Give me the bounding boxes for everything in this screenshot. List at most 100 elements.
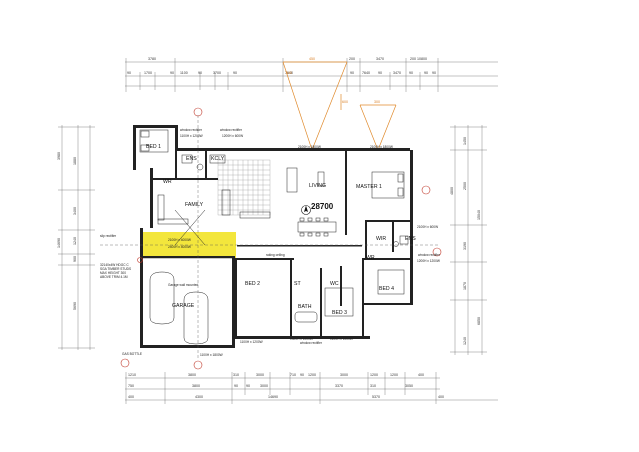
top-inner-dim-3: 90 xyxy=(170,71,174,75)
window-tag-6: 1200H x 1200W xyxy=(417,259,440,263)
bottom-dim-3-5: 400 xyxy=(438,395,444,399)
bottom-dim-1-7: 1200 xyxy=(308,373,316,377)
window-tag-12: 2400H x 4000W xyxy=(168,245,191,249)
roof-label-1: 450 xyxy=(309,57,315,61)
room-bed-2: BED 2 xyxy=(245,281,260,287)
bottom-dim-2-2: 3800 xyxy=(192,384,200,388)
top-inner-dim-1: 90 xyxy=(127,71,131,75)
bottom-dim-3-4: 5370 xyxy=(372,395,380,399)
note-raking-ceiling: raking ceiling xyxy=(266,253,285,257)
top-inner-dim-13: 90 xyxy=(424,71,428,75)
room-garage: GARAGE xyxy=(172,303,195,309)
bottom-dim-1-6: 90 xyxy=(300,373,304,377)
top-inner-dim-6: 3700 xyxy=(213,71,221,75)
right-dim-total: 15040 xyxy=(477,210,481,220)
window-tag-7: 1100H x 1200W xyxy=(240,340,263,344)
roof-label-4: 640 xyxy=(286,71,292,75)
top-inner-dim-14: 90 xyxy=(432,71,436,75)
top-inner-dim-5: 90 xyxy=(198,71,202,75)
left-dimension-lines: 3980 1880 3400 1240 900 5690 14690 xyxy=(57,125,95,350)
top-dim-3: 200 xyxy=(349,57,355,61)
right-dim-6: 1240 xyxy=(463,337,467,345)
note-garage-wall: Garage wall mounted xyxy=(168,283,199,287)
top-inner-dim-10: 90 xyxy=(378,71,382,75)
room-bed-4: BED 4 xyxy=(379,286,394,292)
note-window-rectifier-2: window rectifier xyxy=(220,128,243,132)
bottom-dim-1-4: 310 xyxy=(233,373,239,377)
room-bath: BATH xyxy=(298,304,312,310)
room-family: FAMILY xyxy=(185,202,204,208)
bottom-dim-1-1: 1210 xyxy=(128,373,136,377)
window-tag-9: 1200H x 1200W xyxy=(330,337,353,341)
bottom-dim-2-8: 3050 xyxy=(405,384,413,388)
left-dim-2: 1880 xyxy=(73,157,77,165)
room-wc: WC xyxy=(330,281,339,287)
right-dim-5: 1870 xyxy=(463,282,467,290)
window-tag-5: 2100H x 600W xyxy=(417,225,438,229)
top-inner-dim-11: 3470 xyxy=(393,71,401,75)
note-gas-bottle: GAS BOTTLE xyxy=(122,352,142,356)
top-inner-dim-8: 90 xyxy=(350,71,354,75)
room-st: ST xyxy=(294,281,301,287)
roof-label-2: 600 xyxy=(342,100,348,104)
bottom-dim-1-10: 1200 xyxy=(390,373,398,377)
note-garage-spec: 32140x4W HDGC C SGA TIMBER STUDS MAX HEI… xyxy=(100,263,131,279)
room-ens-master: ENS xyxy=(405,236,416,242)
bottom-dim-2-7: 310 xyxy=(370,384,376,388)
left-dim-3: 3400 xyxy=(73,207,77,215)
bottom-dim-2-3: 90 xyxy=(234,384,238,388)
bottom-dim-2-6: 3370 xyxy=(335,384,343,388)
right-dimension-lines: 1450 4800 2500 3190 1870 1240 6850 15040 xyxy=(450,125,487,355)
note-window-rectifier-bottom: window rectifier xyxy=(300,341,323,345)
room-bed-1: BED 1 xyxy=(146,144,161,150)
window-tag-4: 2100H x 1800W xyxy=(370,145,393,149)
bottom-dim-2-4: 90 xyxy=(246,384,250,388)
kitchen-tile-grid xyxy=(217,159,271,216)
bottom-dim-1-2: 3800 xyxy=(188,373,196,377)
north-arrow xyxy=(301,205,311,215)
bottom-dim-2-1: 750 xyxy=(128,384,134,388)
bottom-dim-1-8: 3000 xyxy=(340,373,348,377)
note-window-rectifier-1: window rectifier xyxy=(180,128,203,132)
right-dim-7: 6850 xyxy=(477,317,481,325)
window-tag-3: 2100H x 1800W xyxy=(298,145,321,149)
window-tag-11: 2100H x 4000W xyxy=(168,238,191,242)
note-slip-rectifier: slip rectifier xyxy=(100,234,117,238)
top-dim-4: 3470 xyxy=(376,57,384,61)
top-dim-2: 7640 xyxy=(285,71,293,75)
left-dim-6: 5690 xyxy=(73,302,77,310)
top-inner-dim-7: 90 xyxy=(233,71,237,75)
left-dim-5: 900 xyxy=(73,256,77,262)
bottom-dim-1-11: 400 xyxy=(418,373,424,377)
window-tag-8: 1300H x 1200W xyxy=(290,337,313,341)
right-dim-2: 4800 xyxy=(450,187,454,195)
furniture xyxy=(100,115,440,360)
top-dim-1: 3780 xyxy=(148,57,156,61)
top-dim-5: 200 10800 xyxy=(410,57,427,61)
room-bed-3: BED 3 xyxy=(332,310,347,316)
left-dim-1: 3980 xyxy=(57,152,61,160)
top-inner-dim-12: 90 xyxy=(409,71,413,75)
left-dim-4: 1240 xyxy=(73,237,77,245)
floor-area-label: 28700 xyxy=(311,202,334,211)
note-window-rectifier-right: window rectifier xyxy=(418,253,441,257)
top-inner-dim-9: 7640 xyxy=(362,71,370,75)
room-kcly: KCLY xyxy=(211,156,225,162)
right-dim-3: 2500 xyxy=(463,182,467,190)
room-master-1: MASTER 1 xyxy=(356,184,382,190)
room-ens-left: ENS xyxy=(186,156,197,162)
top-inner-dim-2: 1700 xyxy=(144,71,152,75)
section-markers xyxy=(120,107,442,370)
top-dimension-lines: 3780 7640 200 3470 200 10800 90 1700 90 … xyxy=(125,57,498,92)
bottom-dim-2-5: 3000 xyxy=(260,384,268,388)
right-dim-4: 3190 xyxy=(463,242,467,250)
roof-pitch-lines xyxy=(282,61,397,152)
window-tag-2: 1200H x 600W xyxy=(222,134,243,138)
room-living: LIVING xyxy=(309,183,326,189)
bottom-dim-3-2: 4300 xyxy=(195,395,203,399)
roof-label-3: 300 xyxy=(374,100,380,104)
walls xyxy=(133,125,413,348)
bottom-dim-1-9: 1200 xyxy=(370,373,378,377)
left-dim-total: 14690 xyxy=(57,238,61,248)
